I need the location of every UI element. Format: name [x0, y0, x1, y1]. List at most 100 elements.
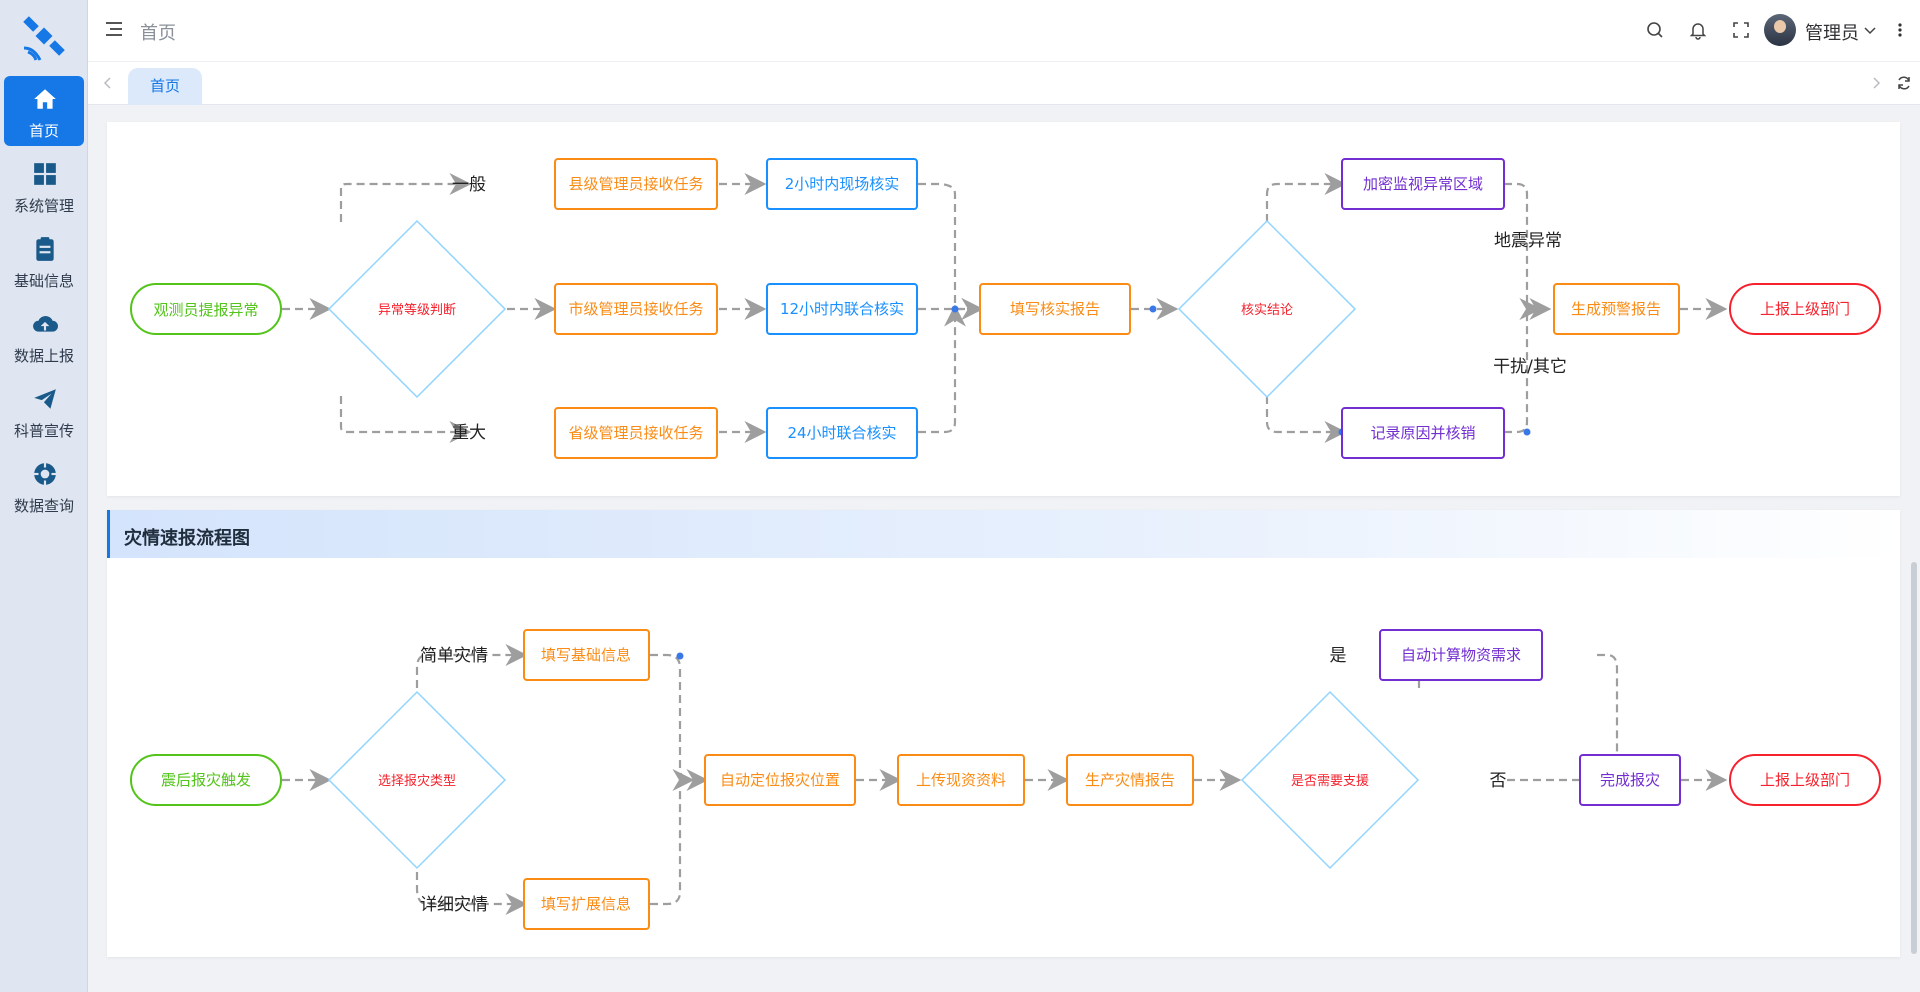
node-label: 生产灾情报告: [1085, 771, 1175, 789]
flow2-edge-labels: 简单灾情 详细灾情 是 否: [420, 646, 1507, 915]
node-label: 异常等级判断: [378, 302, 456, 318]
refresh-icon[interactable]: [1896, 75, 1912, 91]
flow1-start-node[interactable]: 观测员提报异常: [130, 283, 282, 335]
flow1-submit-node[interactable]: 上报上级部门: [1729, 283, 1881, 335]
node-label: 上传现资资料: [916, 771, 1006, 789]
sidebar-item-label: 数据上报: [13, 347, 74, 365]
tabs-bar: 首页: [88, 62, 1920, 105]
card-title: 灾情速报流程图: [124, 528, 250, 549]
sidebar-item-home[interactable]: 首页: [4, 76, 84, 146]
flow2-complete-node[interactable]: 完成报灾: [1579, 754, 1681, 806]
node-label: 加密监视异常区域: [1363, 175, 1483, 193]
sidebar-item-label: 首页: [28, 122, 59, 140]
node-label: 是否需要支援: [1291, 774, 1369, 789]
flow1-city-node[interactable]: 市级管理员接收任务: [554, 283, 718, 335]
anomaly-flow-diagram: 一般 重大 地震异常 干扰/其它 观测员提报异常 异常等级判断 县级管理员接收任…: [130, 158, 1881, 459]
menu-toggle-icon[interactable]: [106, 22, 122, 36]
edge-label-simple: 简单灾情: [420, 646, 488, 666]
edge-label-no: 否: [1490, 771, 1507, 791]
sidebar-item-system[interactable]: 系统管理: [4, 151, 84, 221]
edge-label-normal: 一般: [452, 175, 486, 195]
node-label: 震后报灾触发: [161, 771, 251, 789]
node-label: 完成报灾: [1600, 771, 1660, 789]
grid-icon: [34, 163, 56, 185]
chevron-left-icon[interactable]: [102, 76, 114, 90]
sidebar-item-label: 科普宣传: [13, 422, 74, 440]
flow2-submit-node[interactable]: 上报上级部门: [1729, 754, 1881, 806]
sidebar-item-data-report[interactable]: 数据上报: [4, 301, 84, 371]
flow2-calc-node[interactable]: 自动计算物资需求: [1379, 629, 1543, 681]
flow2-upload-node[interactable]: 上传现资资料: [897, 754, 1025, 806]
edge-label-detailed: 详细灾情: [420, 895, 488, 915]
node-label: 12小时内联合核实: [780, 300, 904, 318]
card-header: 灾情速报流程图: [107, 510, 1900, 558]
flow1-report-node[interactable]: 填写核实报告: [979, 283, 1131, 335]
node-label: 选择报灾类型: [378, 773, 456, 789]
sidebar-item-query[interactable]: 数据查询: [4, 451, 84, 521]
node-label: 市级管理员接收任务: [568, 300, 703, 318]
node-label: 24小时联合核实: [787, 424, 896, 442]
node-label: 观测员提报异常: [153, 301, 258, 319]
chevron-down-icon[interactable]: [1862, 22, 1878, 38]
flow2-produce-node[interactable]: 生产灾情报告: [1066, 754, 1194, 806]
edge-label-yes: 是: [1330, 646, 1347, 666]
node-label: 记录原因并核销: [1370, 424, 1475, 442]
flow1-verify12-node[interactable]: 12小时内联合核实: [766, 283, 918, 335]
flow1-county-node[interactable]: 县级管理员接收任务: [554, 158, 718, 210]
node-label: 上报上级部门: [1760, 771, 1850, 789]
more-vertical-icon[interactable]: [1896, 20, 1904, 40]
flow2-basic-node[interactable]: 填写基础信息: [523, 629, 650, 681]
flow1-warning-node[interactable]: 生成预警报告: [1553, 283, 1680, 335]
node-label: 生成预警报告: [1571, 300, 1661, 318]
flow1-record-node[interactable]: 记录原因并核销: [1341, 407, 1505, 459]
node-label: 2小时内现场核实: [785, 175, 900, 193]
sidebar-item-label: 基础信息: [13, 272, 74, 290]
sidebar-item-label: 数据查询: [13, 497, 74, 515]
node-label: 自动计算物资需求: [1401, 646, 1521, 664]
flow1-verify2-node[interactable]: 2小时内现场核实: [766, 158, 918, 210]
breadcrumb[interactable]: 首页: [140, 23, 176, 44]
flow2-decision-node[interactable]: 选择报灾类型: [327, 690, 507, 870]
flow1-verify24-node[interactable]: 24小时联合核实: [766, 407, 918, 459]
flow2-support-node[interactable]: 是否需要支援: [1240, 690, 1420, 870]
node-label: 核实结论: [1241, 303, 1293, 318]
flow2-extended-node[interactable]: 填写扩展信息: [523, 878, 650, 930]
clipboard-icon: [36, 237, 54, 261]
node-label: 上报上级部门: [1760, 300, 1850, 318]
compass-icon: [33, 462, 57, 486]
node-label: 填写核实报告: [1010, 300, 1100, 318]
anomaly-flow-card: 一般 重大 地震异常 干扰/其它 观测员提报异常 异常等级判断 县级管理员接收任…: [107, 122, 1900, 496]
sidebar-item-basic-info[interactable]: 基础信息: [4, 226, 84, 296]
sidebar-item-label: 系统管理: [13, 197, 74, 215]
edge-label-other: 干扰/其它: [1493, 357, 1567, 377]
top-header: 首页 管理员: [88, 0, 1920, 62]
cloud-upload-icon: [33, 315, 58, 332]
bell-icon[interactable]: [1688, 20, 1708, 40]
sidebar: 首页 系统管理 基础信息 数据上报 科普宣传 数据查询: [0, 0, 88, 992]
avatar[interactable]: [1764, 14, 1796, 46]
flow1-conclusion-node[interactable]: 核实结论: [1177, 219, 1357, 399]
flow1-decision-node[interactable]: 异常等级判断: [327, 219, 507, 399]
flow2-locate-node[interactable]: 自动定位报灾位置: [704, 754, 856, 806]
fullscreen-icon[interactable]: [1731, 20, 1751, 40]
user-name[interactable]: 管理员: [1805, 23, 1859, 44]
search-icon[interactable]: [1645, 20, 1665, 40]
flow1-monitor-node[interactable]: 加密监视异常区域: [1341, 158, 1505, 210]
flow2-start-node[interactable]: 震后报灾触发: [130, 754, 282, 806]
node-label: 填写扩展信息: [541, 895, 631, 913]
flow1-edge-labels: 一般 重大 地震异常 干扰/其它: [452, 175, 1567, 443]
tab-home[interactable]: 首页: [128, 68, 202, 105]
edge-label-quake: 地震异常: [1494, 231, 1562, 251]
node-label: 自动定位报灾位置: [720, 771, 840, 789]
disaster-flow-diagram: 简单灾情 详细灾情 是 否 震后报灾触发 选择报灾类型 填写基础信息 填写扩展信…: [130, 629, 1881, 930]
disaster-flow-card: 灾情速报流程图 简单灾情 详细灾情 是 否: [107, 510, 1900, 957]
node-label: 省级管理员接收任务: [568, 424, 703, 442]
send-icon: [34, 389, 56, 409]
flow1-province-node[interactable]: 省级管理员接收任务: [554, 407, 718, 459]
sidebar-item-science[interactable]: 科普宣传: [4, 376, 84, 446]
chevron-right-icon[interactable]: [1870, 76, 1882, 90]
home-icon: [34, 89, 56, 109]
vertical-scrollbar[interactable]: [1911, 562, 1917, 954]
edge-label-major: 重大: [452, 423, 486, 443]
satellite-logo-icon[interactable]: [20, 14, 68, 62]
